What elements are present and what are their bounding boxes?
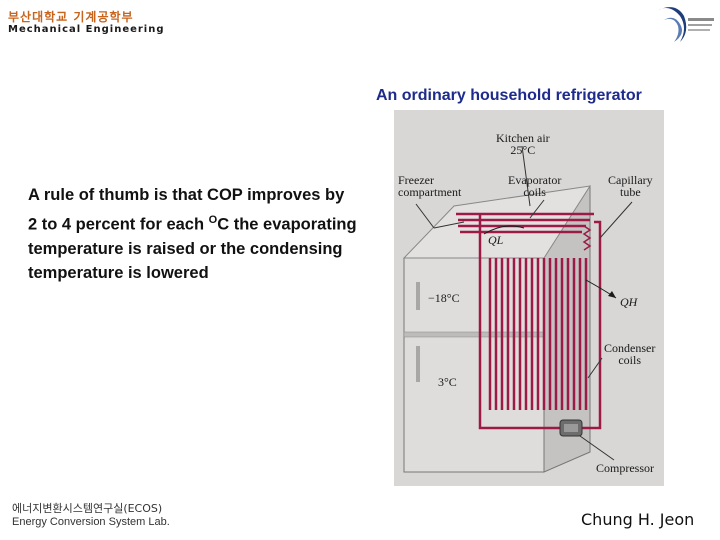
freezer-leader-2 (433, 221, 465, 229)
compressor-leader (579, 435, 615, 461)
condenser-text-2: coils (618, 353, 641, 367)
lab-name-english: Energy Conversion System Lab. (12, 516, 170, 528)
evaporator-coils (456, 212, 594, 234)
main-text-part2: C the evaporating temperature is raised … (28, 215, 357, 282)
capillary-tube (582, 225, 592, 251)
ql-label: QL (488, 233, 504, 247)
freezer-compartment-label: Freezer compartment (398, 174, 461, 198)
capillary-label: Capillary tube (608, 174, 653, 198)
kitchen-air-text: Kitchen air (496, 131, 550, 145)
condenser-leader (587, 357, 603, 379)
author-name: Chung H. Jeon (581, 510, 695, 529)
qh-arrowhead (608, 291, 616, 298)
kitchen-air-label: Kitchen air 25°C (496, 132, 550, 156)
kitchen-air-temp: 25°C (510, 143, 536, 157)
qh-label: QH (620, 295, 638, 309)
department-english: Mechanical Engineering (8, 24, 165, 35)
evaporator-label: Evaporator coils (508, 174, 561, 198)
university-emblem-icon (658, 7, 714, 43)
freezer-text-1: Freezer (398, 173, 434, 187)
condenser-coils (488, 258, 588, 410)
fridge-temp-label: 3°C (438, 375, 457, 389)
refrigerator-figure: Kitchen air 25°C Freezer compartment Eva… (394, 110, 664, 486)
compressor-label: Compressor (596, 461, 654, 475)
cabinet-front (403, 257, 545, 473)
freezer-leader (415, 203, 435, 229)
capillary-text-2: tube (619, 185, 641, 199)
condenser-label: Condenser coils (604, 342, 655, 366)
freezer-handle (416, 282, 420, 310)
main-text: A rule of thumb is that COP improves by … (28, 183, 358, 286)
evaporator-text-2: coils (523, 185, 546, 199)
degree-superscript: O (208, 213, 218, 226)
capillary-leader (599, 201, 633, 239)
refrigerator-diagram (402, 145, 633, 473)
evaporator-leader (529, 199, 545, 219)
cabinet-top (402, 185, 592, 259)
refrigerant-loop (478, 214, 602, 430)
ql-arrow (483, 225, 525, 235)
compressor-icon (559, 419, 583, 437)
lab-name-korean: 에너지변환시스템연구실(ECOS) (12, 502, 163, 515)
department-korean: 부산대학교 기계공학부 (8, 10, 134, 24)
freezer-text-2: compartment (398, 185, 462, 199)
freezer-temp-label: −18°C (428, 291, 460, 305)
figure-title: An ordinary household refrigerator (376, 87, 642, 104)
fridge-handle (416, 346, 420, 382)
compartment-divider (403, 331, 545, 338)
kitchen-air-leader (521, 145, 531, 207)
main-text-part1: A rule of thumb is that COP improves by … (28, 186, 345, 233)
condenser-text-1: Condenser (604, 341, 656, 355)
capillary-text-1: Capillary (608, 173, 653, 187)
evaporator-text-1: Evaporator (508, 173, 562, 187)
